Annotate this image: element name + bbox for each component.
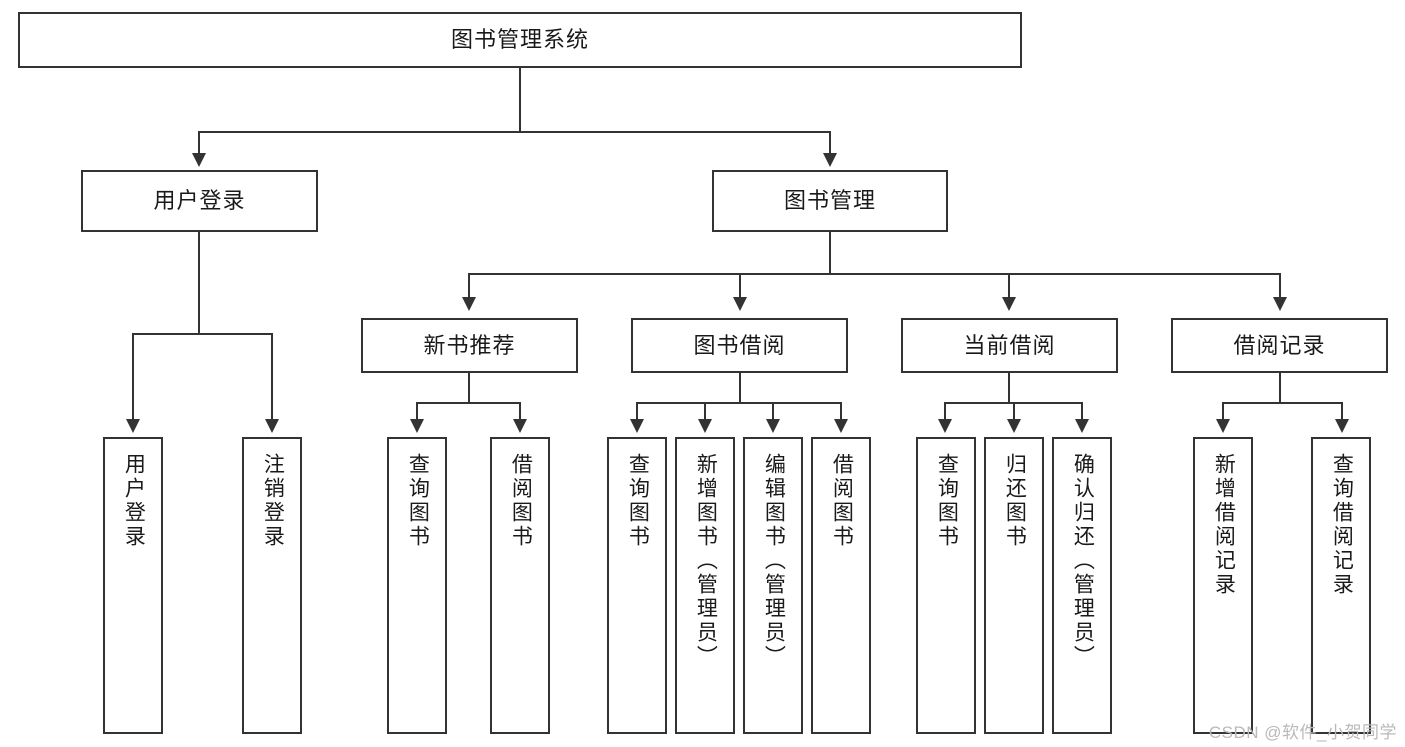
arrow-book-borrow-to-leaf-2 (698, 419, 712, 433)
arrow-book-borrow-to-leaf-3 (766, 419, 780, 433)
leaf-confirm-return-admin[interactable]: 确认归还（管理员） (1052, 437, 1112, 734)
connector-new-book-to-leaf-2 (519, 402, 521, 421)
node-label: 查询图书 (935, 453, 959, 549)
leaf-borrow-book[interactable]: 借阅图书 (811, 437, 871, 734)
leaf-return-book[interactable]: 归还图书 (984, 437, 1044, 734)
arrow-user-login-to-leaf-1 (126, 419, 140, 433)
node-label: 新增图书（管理员） (694, 453, 718, 669)
connector-root-stem (519, 68, 521, 132)
arrow-user-login-to-leaf-2 (265, 419, 279, 433)
node-current-borrow[interactable]: 当前借阅 (901, 318, 1118, 373)
connector-user-login-to-leaf-2 (271, 333, 273, 421)
connector-book-borrow-stem (739, 373, 741, 403)
connector-user-login-stem (198, 232, 200, 334)
connector-book-mgmt-stem (829, 232, 831, 274)
connector-user-login-to-leaf-1 (132, 333, 134, 421)
leaf-borrow-book-recommend[interactable]: 借阅图书 (490, 437, 550, 734)
node-label: 借阅记录 (1233, 332, 1326, 358)
connector-book-borrow-to-leaf-2 (704, 402, 706, 421)
arrow-book-borrow-to-leaf-1 (630, 419, 644, 433)
node-label: 新增借阅记录 (1212, 453, 1236, 597)
arrow-book-mgmt-to-current-borrow (1002, 297, 1016, 311)
leaf-query-book-borrow[interactable]: 查询图书 (607, 437, 667, 734)
arrow-current-borrow-to-leaf-1 (938, 419, 952, 433)
arrow-book-mgmt-to-borrow-record (1273, 297, 1287, 311)
connector-root-to-user-login (198, 131, 200, 155)
leaf-query-book-recommend[interactable]: 查询图书 (387, 437, 447, 734)
connector-book-mgmt-to-new-book (468, 273, 470, 299)
node-label: 新书推荐 (423, 332, 516, 358)
connector-book-borrow-to-leaf-1 (636, 402, 638, 421)
node-book-borrow[interactable]: 图书借阅 (631, 318, 848, 373)
connector-borrow-record-stem (1279, 373, 1281, 403)
connector-book-mgmt-to-book-borrow (739, 273, 741, 299)
node-label: 注销登录 (261, 453, 285, 549)
leaf-logout[interactable]: 注销登录 (242, 437, 302, 734)
node-label: 用户登录 (153, 188, 246, 214)
connector-current-borrow-to-leaf-2 (1013, 402, 1015, 421)
connector-book-mgmt-bus (469, 273, 1280, 275)
connector-book-borrow-to-leaf-3 (772, 402, 774, 421)
arrow-current-borrow-to-leaf-2 (1007, 419, 1021, 433)
arrow-borrow-record-to-leaf-1 (1216, 419, 1230, 433)
connector-book-mgmt-to-borrow-record (1279, 273, 1281, 299)
arrow-book-mgmt-to-new-book (462, 297, 476, 311)
arrow-root-to-user-login (192, 153, 206, 167)
node-user-login[interactable]: 用户登录 (81, 170, 318, 232)
connector-book-mgmt-to-current-borrow (1008, 273, 1010, 299)
node-label: 当前借阅 (963, 332, 1056, 358)
node-label: 归还图书 (1003, 453, 1027, 549)
node-label: 借阅图书 (509, 453, 533, 549)
node-label: 借阅图书 (830, 453, 854, 549)
connector-new-book-stem (468, 373, 470, 403)
node-label: 图书管理系统 (450, 27, 589, 53)
arrow-borrow-record-to-leaf-2 (1335, 419, 1349, 433)
node-label: 图书管理 (783, 188, 876, 214)
connector-new-book-to-leaf-1 (416, 402, 418, 421)
connector-new-book-bus (417, 402, 520, 404)
connector-borrow-record-bus (1223, 402, 1342, 404)
connector-user-login-bus (133, 333, 272, 335)
arrow-root-to-book-mgmt (823, 153, 837, 167)
node-label: 查询图书 (406, 453, 430, 549)
connector-root-to-book-mgmt (829, 131, 831, 155)
leaf-user-login[interactable]: 用户登录 (103, 437, 163, 734)
connector-book-borrow-bus (637, 402, 842, 404)
connector-borrow-record-to-leaf-1 (1222, 402, 1224, 421)
node-borrow-record[interactable]: 借阅记录 (1171, 318, 1388, 373)
node-label: 图书借阅 (693, 332, 786, 358)
arrow-new-book-to-leaf-2 (513, 419, 527, 433)
leaf-add-borrow-record[interactable]: 新增借阅记录 (1193, 437, 1253, 734)
leaf-add-book-admin[interactable]: 新增图书（管理员） (675, 437, 735, 734)
node-label: 查询借阅记录 (1330, 453, 1354, 597)
arrow-current-borrow-to-leaf-3 (1075, 419, 1089, 433)
arrow-book-borrow-to-leaf-4 (834, 419, 848, 433)
node-root-system[interactable]: 图书管理系统 (18, 12, 1022, 68)
connector-current-borrow-stem (1008, 373, 1010, 403)
node-new-book-recommend[interactable]: 新书推荐 (361, 318, 578, 373)
leaf-edit-book-admin[interactable]: 编辑图书（管理员） (743, 437, 803, 734)
connector-book-borrow-to-leaf-4 (840, 402, 842, 421)
connector-borrow-record-to-leaf-2 (1341, 402, 1343, 421)
arrow-new-book-to-leaf-1 (410, 419, 424, 433)
connector-current-borrow-to-leaf-1 (944, 402, 946, 421)
leaf-query-borrow-record[interactable]: 查询借阅记录 (1311, 437, 1371, 734)
node-book-management[interactable]: 图书管理 (712, 170, 948, 232)
connector-current-borrow-to-leaf-3 (1081, 402, 1083, 421)
leaf-query-book-current[interactable]: 查询图书 (916, 437, 976, 734)
node-label: 确认归还（管理员） (1071, 453, 1095, 669)
arrow-book-mgmt-to-book-borrow (733, 297, 747, 311)
connector-root-bus (199, 131, 831, 133)
node-label: 编辑图书（管理员） (762, 453, 786, 669)
node-label: 查询图书 (626, 453, 650, 549)
node-label: 用户登录 (122, 453, 146, 549)
